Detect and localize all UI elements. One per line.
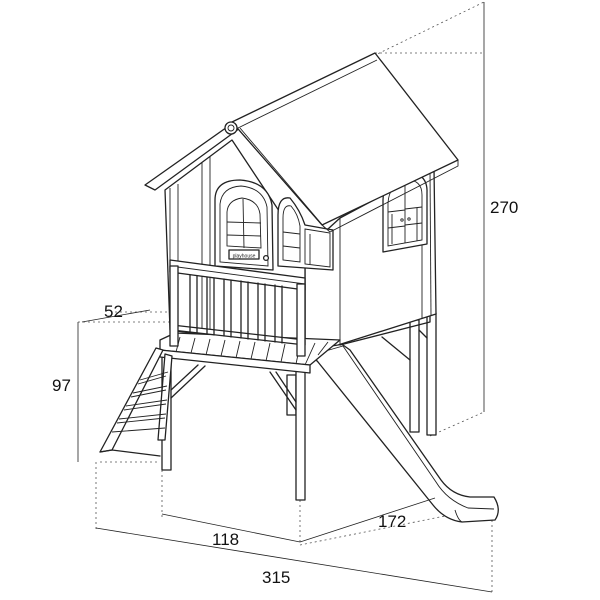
dimension-315: 315 bbox=[95, 527, 493, 593]
dim-label-315: 315 bbox=[262, 568, 290, 587]
door-sign: playhouse bbox=[233, 254, 256, 260]
dimension-97: 97 bbox=[52, 322, 79, 462]
dim-label-172: 172 bbox=[378, 512, 406, 531]
front-window bbox=[277, 197, 334, 271]
dimension-52: 52 bbox=[81, 302, 151, 323]
dimension-270: 270 bbox=[483, 2, 518, 412]
front-door: playhouse bbox=[214, 179, 274, 271]
slide bbox=[304, 339, 499, 523]
dim-label-118: 118 bbox=[212, 530, 239, 549]
dimension-118: 118 bbox=[161, 513, 301, 549]
dim-label-97: 97 bbox=[52, 376, 71, 395]
front-railing bbox=[169, 259, 306, 357]
dimension-172: 172 bbox=[299, 497, 436, 543]
roof bbox=[144, 52, 459, 233]
ladder bbox=[99, 347, 173, 457]
dim-label-270: 270 bbox=[490, 198, 518, 217]
dim-label-52: 52 bbox=[104, 302, 123, 321]
